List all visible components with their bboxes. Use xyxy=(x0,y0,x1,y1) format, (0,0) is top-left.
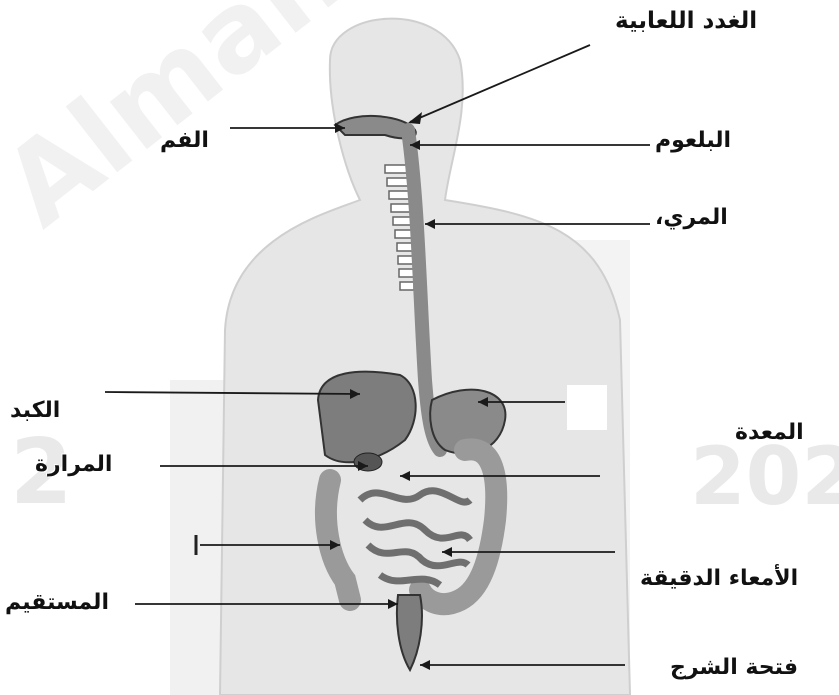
label-esophagus: المري، xyxy=(655,205,728,230)
label-rectum: المستقيم xyxy=(5,590,109,615)
label-salivary-glands: الغدد اللعابية xyxy=(615,8,757,34)
label-anus: فتحة الشرج xyxy=(670,655,798,680)
label-gallbladder: المرارة xyxy=(35,452,112,477)
label-mouth: الفم xyxy=(160,128,209,153)
label-stomach: المعدة xyxy=(735,420,804,445)
blank-label-box xyxy=(567,385,607,430)
label-liver: الكبد xyxy=(10,398,60,423)
label-pharynx: البلعوم xyxy=(655,128,731,153)
label-small-intestine: الأمعاء الدقيقة xyxy=(640,566,798,591)
